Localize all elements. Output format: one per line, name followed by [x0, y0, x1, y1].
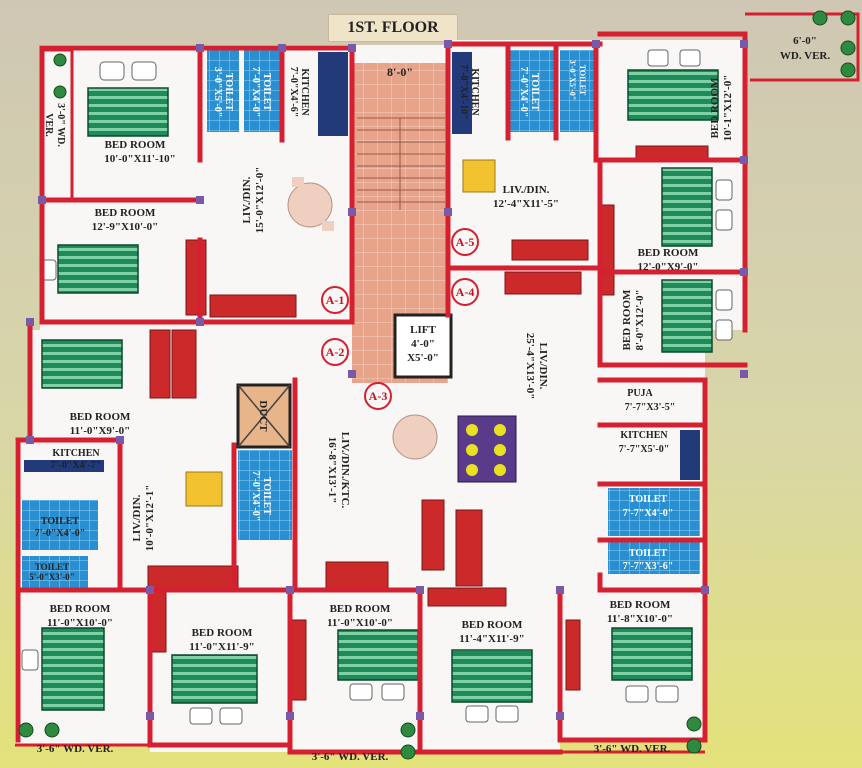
ver-tr-dim: 6'-0"	[793, 35, 817, 47]
duct-cross	[237, 384, 291, 448]
ver-tr-name: WD. VER.	[780, 50, 830, 62]
toi2-name: TOILET	[261, 73, 272, 111]
bed-r3-dim: 8'-0"X12'-0"	[634, 289, 646, 350]
pillows	[21, 49, 733, 725]
liv-a4-name: LIV./DIN.	[537, 343, 549, 390]
toi1-dim: 3'-0"X5'-0"	[212, 67, 223, 118]
toilet-floors	[22, 50, 700, 588]
bed-b4-name: BED ROOM	[462, 619, 523, 631]
bed-b5-name: BED ROOM	[610, 599, 671, 611]
bed-r2-dim: 12'-0"X9'-0"	[637, 261, 698, 273]
toi7-name: TOILET	[629, 494, 667, 505]
toi7-dim: 7'-7"X4'-0"	[623, 508, 674, 519]
kit-r-name: KITCHEN	[620, 430, 668, 441]
page-title: 1ST. FLOOR	[328, 14, 458, 42]
liv-a1-name: LIV./DIN.	[241, 176, 253, 223]
kit-tr-name: KITCHEN	[469, 68, 480, 116]
ver-left-dim: 3'-0" WD.	[55, 103, 66, 147]
lift-shaft	[393, 313, 453, 379]
ver-b2: 3'-6" WD. VER.	[312, 751, 389, 763]
toi6-dim: 7'-0"X4'-0"	[250, 471, 261, 522]
bed-l3-name: BED ROOM	[70, 411, 131, 423]
plants	[18, 10, 856, 760]
kit-l-name: KITCHEN	[52, 448, 100, 459]
flat-tag-a1: A-1	[326, 293, 345, 307]
stair-width: 8'-0"	[387, 65, 413, 79]
bed-l2-name: BED ROOM	[95, 207, 156, 219]
pillars	[26, 40, 748, 720]
walls	[15, 31, 748, 755]
bed-r3-name: BED ROOM	[621, 289, 633, 350]
dining-tables	[185, 159, 517, 507]
bed-tr-name: BED ROOM	[709, 77, 721, 138]
bed-b3-name: BED ROOM	[330, 603, 391, 615]
toi8-dim: 7'-7"X3'-6"	[623, 561, 674, 572]
kit-tl-name: KITCHEN	[299, 68, 310, 116]
toi3-dim: 7'-0"X4'-0"	[518, 67, 529, 118]
bed-b5-dim: 11'-8"X10'-0"	[607, 613, 673, 625]
flat-tags	[321, 228, 479, 410]
liv-a1-dim: 15'-0"X12'-0"	[254, 167, 266, 234]
kit-r-dim: 7'-7"X5'-0"	[619, 444, 670, 455]
kitchen-counters	[24, 52, 700, 480]
bed-r2-name: BED ROOM	[638, 247, 699, 259]
lift-size2: X5'-0"	[407, 352, 439, 364]
flat-tag-a3: A-3	[369, 389, 388, 403]
toi5-dim: 7'-0"X4'-0"	[35, 528, 86, 539]
bed-tr-dim: 10'-1"X12'-0"	[722, 75, 734, 142]
lift-label: LIFT	[410, 324, 436, 336]
liv-a5-name: LIV./DIN.	[503, 184, 550, 196]
ver-b1: 3'-6" WD. VER.	[37, 743, 114, 755]
bed-b1-name: BED ROOM	[50, 603, 111, 615]
flat-tag-a2: A-2	[326, 345, 345, 359]
toi5-name: TOILET	[41, 516, 79, 527]
kit-tl-dim: 7'-0"X4'-6"	[288, 67, 299, 118]
lift-size: 4'-0"	[411, 338, 435, 350]
puja-name: PUJA	[627, 388, 653, 399]
liv-a2-name: LIV./DIN.	[131, 494, 143, 541]
stair-treads	[357, 117, 445, 210]
ver-b3: 3'-6" WD. VER.	[594, 743, 671, 755]
kit-l-dim: 7'-0"X4'-7"	[51, 460, 102, 471]
toi9-name: TOILET	[35, 562, 69, 572]
bed-b2-name: BED ROOM	[192, 627, 253, 639]
toi8-name: TOILET	[629, 548, 667, 559]
bed-b1-dim: 11'-0"X10'-0"	[47, 617, 113, 629]
toi6-name: TOILET	[261, 477, 272, 515]
bed-b2-dim: 11'-0"X11'-9"	[189, 641, 254, 653]
bed-l3-dim: 11'-0"X9'-0"	[70, 425, 131, 437]
puja-dim: 7'-7"X3'-5"	[625, 402, 676, 413]
verandah-walls	[15, 12, 860, 754]
bed-tl-name: BED ROOM	[105, 139, 166, 151]
liv-a5-dim: 12'-4"X11'-5"	[493, 198, 559, 210]
toi3-name: TOILET	[529, 73, 540, 111]
flat-tag-a5: A-5	[456, 235, 475, 249]
toi4-name: TOILET	[578, 65, 587, 96]
liv-a3-dim: 16'-8"X13'-1"	[326, 437, 338, 504]
kit-tr-dim: 7'-0"X4'-10"	[458, 64, 469, 120]
duct-label: DUCT	[257, 400, 269, 432]
ver-left-name: VER.	[43, 113, 54, 137]
toi4-dim: 3'-0"X5'-0"	[568, 60, 577, 100]
bed-b3-dim: 11'-0"X10'-0"	[327, 617, 393, 629]
bed-tl-dim: 10'-0"X11'-10"	[104, 153, 176, 165]
toi2-dim: 7'-0"X4'-0"	[250, 67, 261, 118]
bed-b4-dim: 11'-4"X11'-9"	[459, 633, 524, 645]
beds	[41, 69, 719, 711]
title-text: 1ST. FLOOR	[347, 19, 439, 36]
toi1-name: TOILET	[223, 73, 234, 111]
liv-a2-dim: 10'-0"X12'-1"	[144, 485, 156, 552]
toi9-dim: 5'-0"X3'-0"	[29, 572, 75, 582]
flat-tag-a4: A-4	[456, 285, 475, 299]
liv-a3-name: LIV./DIN./KTC.	[339, 432, 351, 509]
bed-l2-dim: 12'-9"X10'-0"	[92, 221, 159, 233]
liv-a4-dim: 25'-4"X13'-0"	[524, 333, 536, 400]
